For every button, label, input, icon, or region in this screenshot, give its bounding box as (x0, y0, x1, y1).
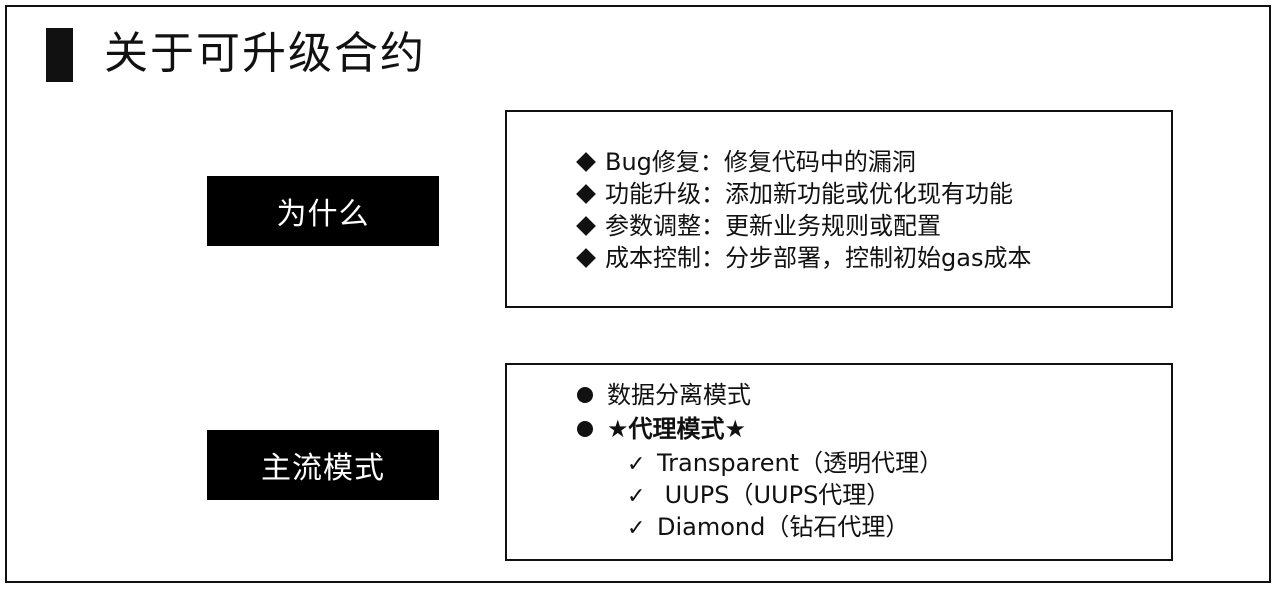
diamond-bullet-icon (576, 215, 596, 236)
label-why: 为什么 (207, 176, 439, 246)
diamond-bullet-icon (576, 151, 596, 172)
sub-list-item: ✓ UUPS（UUPS代理） (627, 479, 890, 513)
label-modes-text: 主流模式 (261, 451, 385, 486)
sub-list-item: ✓Diamond（钻石代理） (627, 511, 909, 545)
list-item: 成本控制：分步部署，控制初始gas成本 (575, 242, 1031, 274)
check-icon: ✓ (627, 516, 646, 541)
page-title: 关于可升级合约 (104, 28, 426, 79)
why-content-box: Bug修复：修复代码中的漏洞 功能升级：添加新功能或优化现有功能 参数调整：更新… (505, 110, 1173, 308)
diamond-bullet-icon (576, 183, 596, 204)
label-modes: 主流模式 (207, 430, 439, 500)
title-accent-bar (46, 28, 73, 82)
list-item: Bug修复：修复代码中的漏洞 (575, 146, 916, 178)
list-item: 功能升级：添加新功能或优化现有功能 (575, 178, 1013, 210)
dot-bullet-icon (577, 420, 593, 437)
list-item: 数据分离模式 (575, 379, 751, 411)
label-why-text: 为什么 (276, 197, 370, 232)
check-icon: ✓ (627, 452, 646, 477)
list-item: ★代理模式★ (575, 413, 746, 445)
dot-bullet-icon (577, 386, 593, 403)
list-item: 参数调整：更新业务规则或配置 (575, 210, 941, 242)
slide-frame (5, 5, 1271, 583)
check-icon: ✓ (627, 484, 646, 509)
diamond-bullet-icon (576, 247, 596, 268)
sub-list-item: ✓Transparent（透明代理） (627, 447, 943, 481)
modes-content-box: 数据分离模式 ★代理模式★ ✓Transparent（透明代理） ✓ UUPS（… (505, 363, 1173, 561)
